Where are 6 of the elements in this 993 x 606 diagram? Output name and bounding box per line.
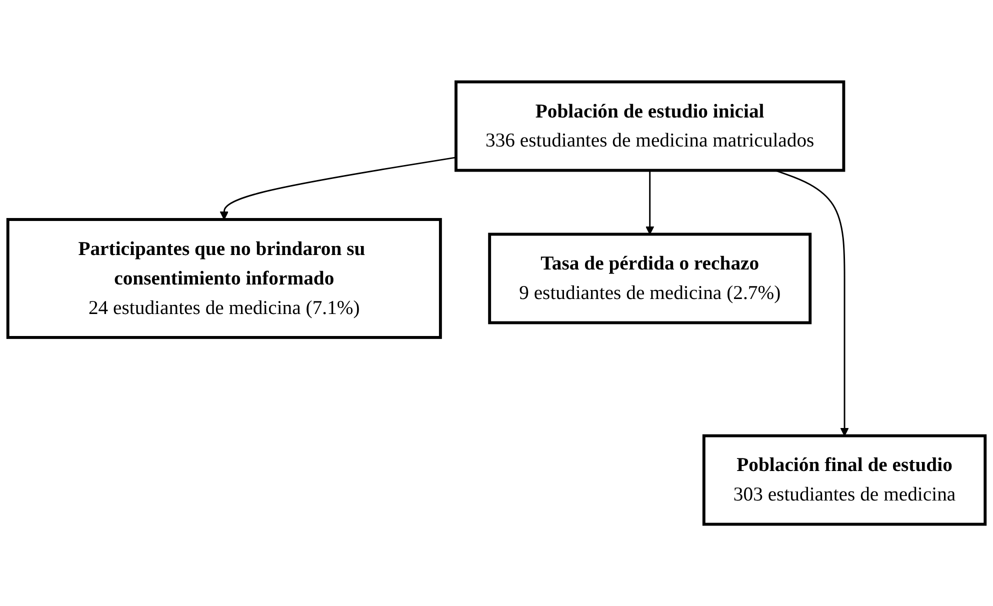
node-box: Población de estudio inicial 336 estudiantes de medicina matriculados — [454, 80, 846, 172]
arrow — [646, 170, 654, 235]
node-box: Participantes que no brindaron su consentimiento informado 24 estudiantes de medicina (7.1%) — [6, 218, 442, 339]
arrow — [220, 156, 456, 220]
node-box: Tasa de pérdida o rechazo 9 estudiantes de medicina (2.7%) — [488, 232, 812, 324]
node-box: Población final de estudio 303 estudiantes de medicina — [702, 434, 987, 526]
